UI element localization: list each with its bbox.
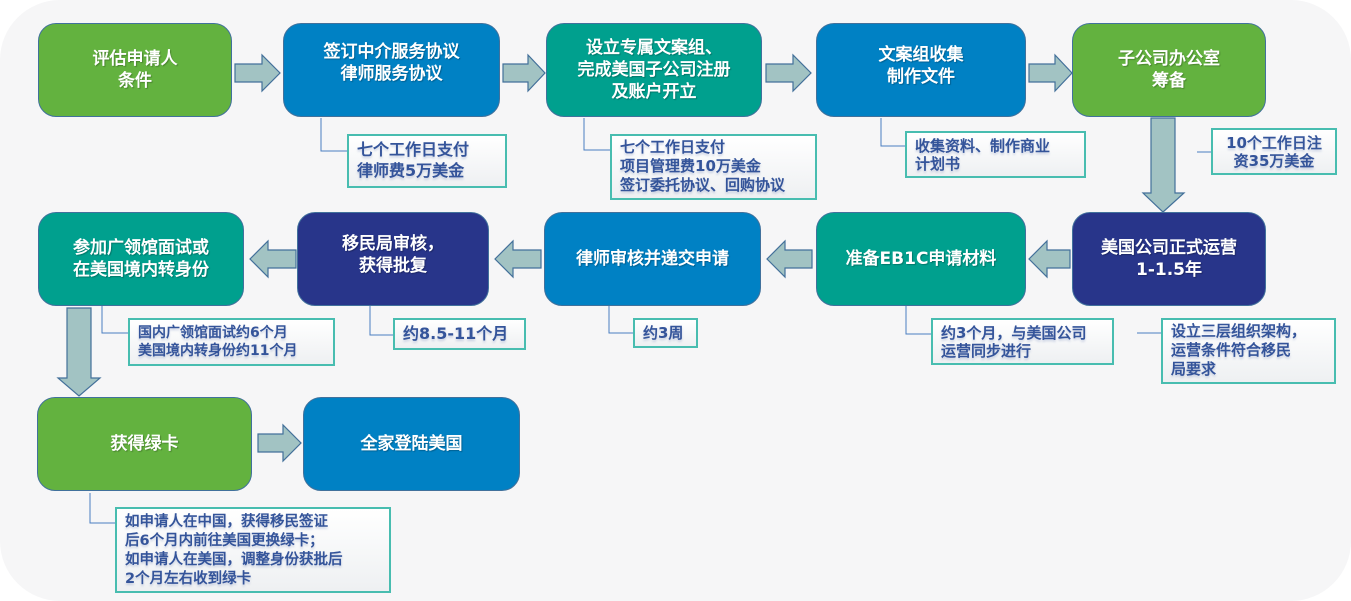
step-uscis-review: 移民局审核， 获得批复 bbox=[297, 212, 489, 306]
step-evaluate-applicant: 评估申请人 条件 bbox=[38, 23, 232, 117]
arrow-down-1 bbox=[1141, 117, 1186, 213]
arrow-right-4 bbox=[1028, 53, 1073, 93]
step-label: 签订中介服务协议 律师服务协议 bbox=[323, 42, 460, 84]
step-label: 获得绿卡 bbox=[110, 434, 179, 454]
step-sign-agreements: 签订中介服务协议 律师服务协议 bbox=[283, 23, 500, 117]
step-prepare-documents: 文案组收集 制作文件 bbox=[816, 23, 1026, 117]
note-interview-duration: 国内广领馆面试约6个月 美国境内转身份约11个月 bbox=[128, 318, 335, 366]
arrow-right-3 bbox=[765, 53, 812, 93]
arrow-right-2 bbox=[502, 53, 546, 93]
step-green-card: 获得绿卡 bbox=[37, 397, 252, 491]
step-label: 全家登陆美国 bbox=[360, 434, 463, 454]
step-us-company-operation: 美国公司正式运营 1-1.5年 bbox=[1072, 212, 1266, 306]
arrow-left-4 bbox=[249, 239, 297, 279]
step-prepare-eb1c: 准备EB1C申请材料 bbox=[816, 212, 1026, 306]
step-family-arrive-us: 全家登陆美国 bbox=[303, 397, 520, 491]
step-label: 评估申请人 条件 bbox=[92, 49, 178, 91]
step-label: 参加广领馆面试或 在美国境内转身份 bbox=[73, 238, 209, 280]
step-label: 子公司办公室 筹备 bbox=[1118, 49, 1220, 91]
arrow-down-2 bbox=[56, 307, 102, 397]
step-lawyer-review-submit: 律师审核并递交申请 bbox=[544, 212, 761, 306]
step-label: 律师审核并递交申请 bbox=[576, 249, 729, 269]
note-capital-injection: 10个工作日注 资35万美金 bbox=[1211, 128, 1337, 175]
note-eb1c-duration: 约3个月，与美国公司 运营同步进行 bbox=[931, 318, 1114, 365]
note-org-structure: 设立三层组织架构， 运营条件符合移民 局要求 bbox=[1161, 318, 1336, 384]
step-label: 美国公司正式运营 1-1.5年 bbox=[1101, 238, 1237, 280]
note-lawyer-fee: 七个工作日支付 律师费5万美金 bbox=[347, 134, 507, 188]
note-management-fee: 七个工作日支付 项目管理费10万美金 签订委托协议、回购协议 bbox=[610, 134, 817, 200]
note-green-card-details: 如申请人在中国，获得移民签证 后6个月内前往美国更换绿卡； 如申请人在美国，调整… bbox=[115, 507, 391, 593]
step-office-preparation: 子公司办公室 筹备 bbox=[1072, 23, 1266, 117]
note-review-duration: 约8.5-11个月 bbox=[393, 318, 526, 350]
note-submit-duration: 约3周 bbox=[633, 318, 698, 348]
arrow-left-2 bbox=[766, 239, 813, 279]
arrow-left-1 bbox=[1028, 239, 1071, 279]
step-label: 准备EB1C申请材料 bbox=[845, 249, 997, 269]
step-interview-or-adjust: 参加广领馆面试或 在美国境内转身份 bbox=[38, 212, 244, 306]
step-label: 文案组收集 制作文件 bbox=[878, 45, 964, 87]
arrow-right-1 bbox=[234, 53, 281, 93]
step-label: 移民局审核， 获得批复 bbox=[342, 234, 444, 276]
note-business-plan: 收集资料、制作商业 计划书 bbox=[905, 131, 1086, 178]
arrow-left-3 bbox=[494, 239, 542, 279]
arrow-right-5 bbox=[257, 423, 302, 463]
step-setup-subsidiary: 设立专属文案组、 完成美国子公司注册 及账户开立 bbox=[546, 23, 762, 117]
step-label: 设立专属文案组、 完成美国子公司注册 及账户开立 bbox=[577, 38, 731, 102]
